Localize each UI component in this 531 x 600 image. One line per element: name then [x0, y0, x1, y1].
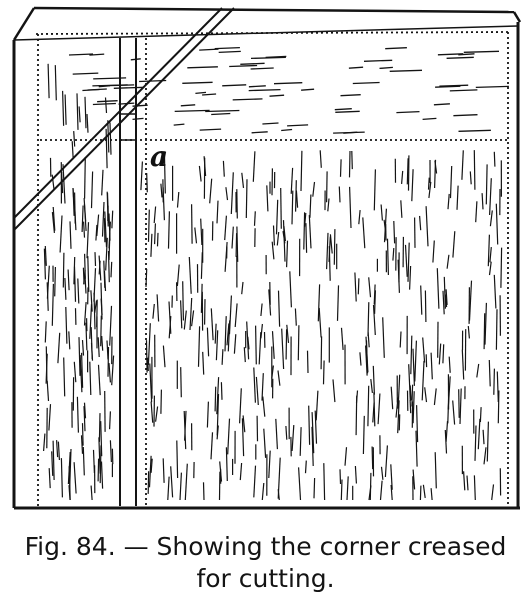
point-label-a: a [150, 140, 168, 173]
figure-illustration: a [12, 6, 522, 510]
body-hatching [43, 63, 503, 501]
figure-caption: Fig. 84. — Showing the corner creased fo… [0, 531, 531, 595]
crease-lines [35, 31, 509, 506]
caption-line-2: for cutting. [196, 564, 335, 593]
caption-line-1: Fig. 84. — Showing the corner creased [24, 532, 507, 561]
corner-square [119, 113, 137, 141]
crease-top [35, 31, 509, 35]
diagonal-cut-line [13, 7, 235, 231]
block-outline [12, 6, 522, 510]
folded-cloth-drawing: a [12, 6, 522, 510]
top-strip-hatching [68, 46, 509, 134]
